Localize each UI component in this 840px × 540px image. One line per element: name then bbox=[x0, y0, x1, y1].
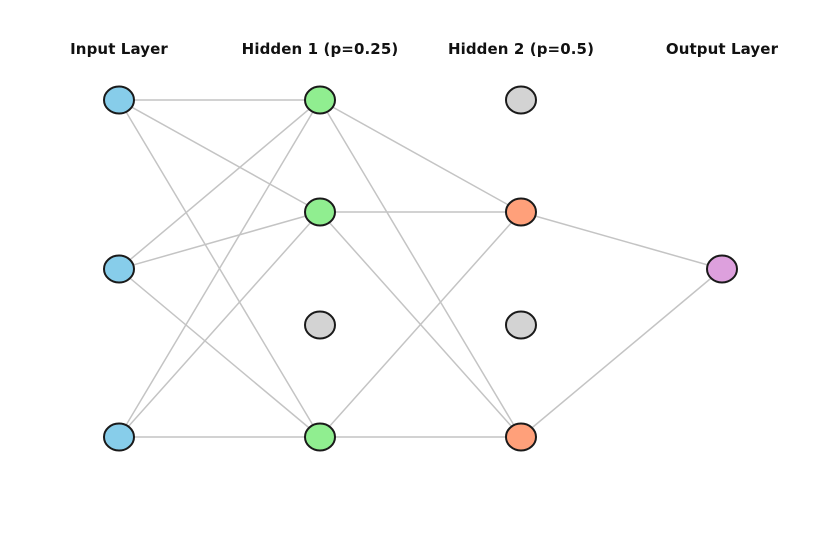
input-node-2[interactable] bbox=[103, 254, 135, 284]
hidden1-node-4[interactable] bbox=[304, 422, 336, 452]
hidden2-node-1[interactable] bbox=[505, 85, 537, 115]
network-edge bbox=[118, 99, 321, 270]
node-group bbox=[103, 85, 738, 452]
layer-label-input: Input Layer bbox=[70, 40, 168, 58]
hidden2-node-3[interactable] bbox=[505, 310, 537, 340]
network-edge bbox=[118, 211, 321, 438]
network-edge bbox=[118, 268, 321, 438]
layer-label-hidden2: Hidden 2 (p=0.5) bbox=[447, 40, 595, 58]
input-node-3[interactable] bbox=[103, 422, 135, 452]
network-edge bbox=[118, 99, 321, 438]
network-edge bbox=[319, 99, 522, 213]
edge-group bbox=[118, 99, 723, 438]
network-edge bbox=[520, 211, 723, 270]
network-edge bbox=[118, 211, 321, 270]
network-edge bbox=[520, 268, 723, 438]
network-edge bbox=[319, 211, 522, 438]
hidden2-node-2[interactable] bbox=[505, 197, 537, 227]
hidden1-node-2[interactable] bbox=[304, 197, 336, 227]
layer-label-hidden1: Hidden 1 (p=0.25) bbox=[241, 40, 399, 58]
hidden1-node-1[interactable] bbox=[304, 85, 336, 115]
hidden1-node-3[interactable] bbox=[304, 310, 336, 340]
layer-label-output: Output Layer bbox=[665, 40, 779, 58]
network-edge bbox=[319, 99, 522, 438]
network-edge bbox=[118, 99, 321, 213]
hidden2-node-4[interactable] bbox=[505, 422, 537, 452]
output-node-1[interactable] bbox=[706, 254, 738, 284]
input-node-1[interactable] bbox=[103, 85, 135, 115]
